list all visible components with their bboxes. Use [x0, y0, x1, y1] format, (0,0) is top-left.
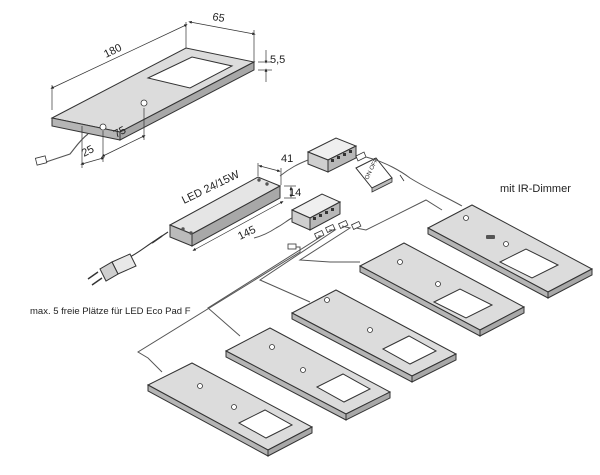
- detail-dimensions: [50, 20, 272, 168]
- dim-offset-a: 25: [80, 143, 96, 159]
- receiver-label: mit IR-Dimmer: [500, 183, 571, 195]
- footnote: max. 5 freie Plätze für LED Eco Pad F: [30, 306, 191, 317]
- panel-2: [224, 327, 392, 421]
- panel-cables: [137, 199, 443, 373]
- detail-panel: [50, 47, 256, 141]
- driver-dim-height: 14: [289, 187, 301, 199]
- ir-receiver-hub: [306, 137, 367, 173]
- ir-sensor-icon: [486, 235, 495, 239]
- detail-ir-sensor: [140, 99, 148, 107]
- hub-feed-cable: [279, 159, 309, 177]
- driver-screw-icon: [265, 182, 269, 186]
- dim-height: 5,5: [270, 54, 285, 66]
- sensor-cable: [365, 156, 463, 207]
- dim-depth: 65: [211, 11, 225, 25]
- remote-control: [355, 157, 393, 193]
- driver-screw-icon: [257, 178, 261, 182]
- detail-plug-icon: [34, 155, 48, 166]
- driver-dimensions: [192, 163, 296, 251]
- driver-screw-icon: [181, 227, 185, 231]
- driver-dim-length: 145: [236, 224, 258, 243]
- detail-screw-hole: [99, 123, 107, 131]
- connector-plug-icon: [287, 243, 297, 250]
- connector-plug-icon: [350, 220, 362, 230]
- panel-4: [358, 242, 526, 337]
- panel-3: [290, 289, 458, 383]
- detail-cable: [34, 133, 89, 166]
- dim-length: 180: [102, 42, 124, 61]
- mains-cable: [87, 231, 169, 286]
- panel-1: [146, 362, 314, 457]
- driver-screw-icon: [189, 231, 193, 235]
- hub-plug-icon: [355, 151, 367, 162]
- distributor-feed-cable: [253, 217, 293, 239]
- connector-plug-icon: [324, 223, 336, 233]
- panel-5-ir: [426, 204, 594, 299]
- driver-dim-width: 41: [281, 153, 293, 165]
- led-driver: [168, 176, 282, 247]
- dim-offset-b: 75: [112, 124, 128, 140]
